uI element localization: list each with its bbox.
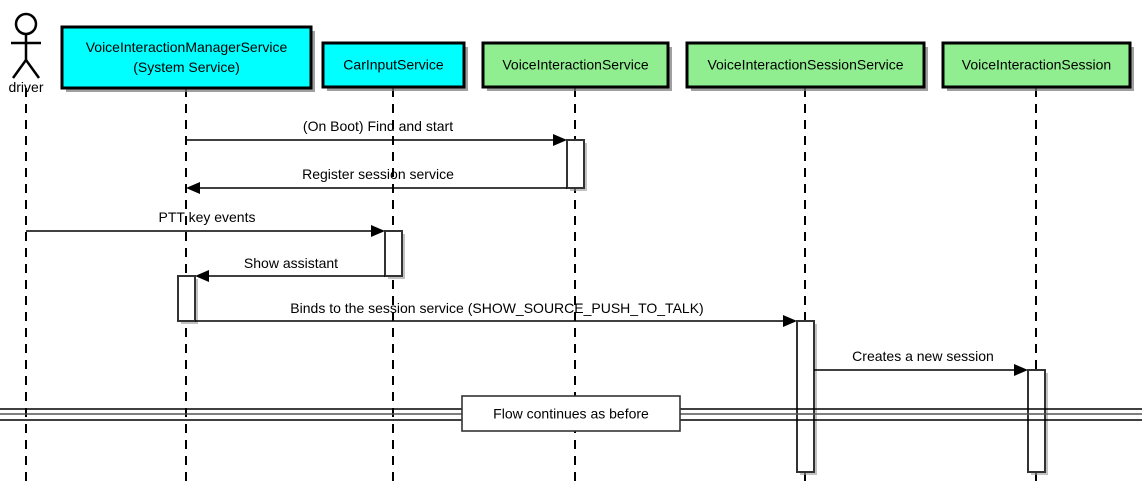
msg-on-boot-find-and-start: (On Boot) Find and start: [186, 118, 567, 146]
msg-creates-a-new-session: Creates a new session: [814, 348, 1028, 376]
participant-car-input-service[interactable]: CarInputService: [321, 41, 468, 91]
actor-label: driver: [8, 79, 43, 95]
message-label: (On Boot) Find and start: [303, 118, 453, 134]
message-arrowhead: [371, 225, 385, 237]
participant-box[interactable]: [941, 41, 1132, 89]
participant-box[interactable]: [685, 41, 926, 89]
activation-bar: [1027, 369, 1046, 473]
divider-note-box: [461, 395, 681, 432]
participant-voice-interaction-session[interactable]: VoiceInteractionSession: [941, 41, 1134, 91]
message-label: Binds to the session service (SHOW_SOURC…: [290, 300, 703, 316]
activation-bar: [566, 139, 585, 189]
message-label: Register session service: [302, 166, 454, 182]
participant-label: VoiceInteractionManagerService: [86, 39, 288, 55]
message-label: PTT key events: [158, 209, 255, 225]
activation-bar: [177, 275, 196, 322]
message-arrowhead: [553, 134, 567, 146]
participant-label: CarInputService: [343, 57, 444, 73]
divider-note-label: Flow continues as before: [493, 406, 649, 422]
participant-box[interactable]: [481, 41, 670, 89]
participant-voice-interaction-service[interactable]: VoiceInteractionService: [481, 41, 672, 91]
msg-ptt-key-events: PTT key events: [26, 209, 385, 237]
participant-voice-interaction-session-service[interactable]: VoiceInteractionSessionService: [685, 41, 928, 91]
actor-driver[interactable]: driver: [8, 12, 44, 95]
participant-box[interactable]: [60, 25, 313, 90]
act-session-service: [796, 320, 817, 475]
participant-label: VoiceInteractionSessionService: [707, 57, 903, 73]
message-label: Show assistant: [244, 255, 338, 271]
message-arrowhead: [1014, 364, 1028, 376]
participant-boxes-group: VoiceInteractionManagerService (System Se…: [60, 25, 1134, 92]
participant-box[interactable]: [321, 41, 466, 89]
participant-label: VoiceInteractionSession: [962, 57, 1111, 73]
participant-vims[interactable]: VoiceInteractionManagerService (System Se…: [60, 25, 315, 92]
msg-show-assistant: Show assistant: [195, 255, 385, 282]
act-session: [1027, 369, 1048, 475]
activation-bar: [796, 320, 815, 473]
message-label: Creates a new session: [852, 348, 994, 364]
msg-binds-to-session-service: Binds to the session service (SHOW_SOURC…: [195, 300, 797, 327]
activation-bars-group: [177, 139, 1048, 475]
actor-left-leg-icon: [11, 59, 28, 79]
flow-divider-group: Flow continues as before: [0, 395, 1142, 432]
act-vims: [177, 275, 198, 324]
participant-label: VoiceInteractionService: [502, 57, 649, 73]
act-car-input-service: [384, 230, 405, 279]
participant-sublabel: (System Service): [133, 59, 240, 75]
actor-head-icon: [14, 12, 38, 36]
actor-right-leg-icon: [24, 59, 41, 79]
msg-register-session-service: Register session service: [186, 166, 567, 194]
message-arrowhead: [186, 182, 200, 194]
act-voice-interaction-service: [566, 139, 587, 191]
message-arrowhead: [195, 270, 209, 282]
message-arrowhead: [783, 315, 797, 327]
activation-bar: [384, 230, 403, 277]
